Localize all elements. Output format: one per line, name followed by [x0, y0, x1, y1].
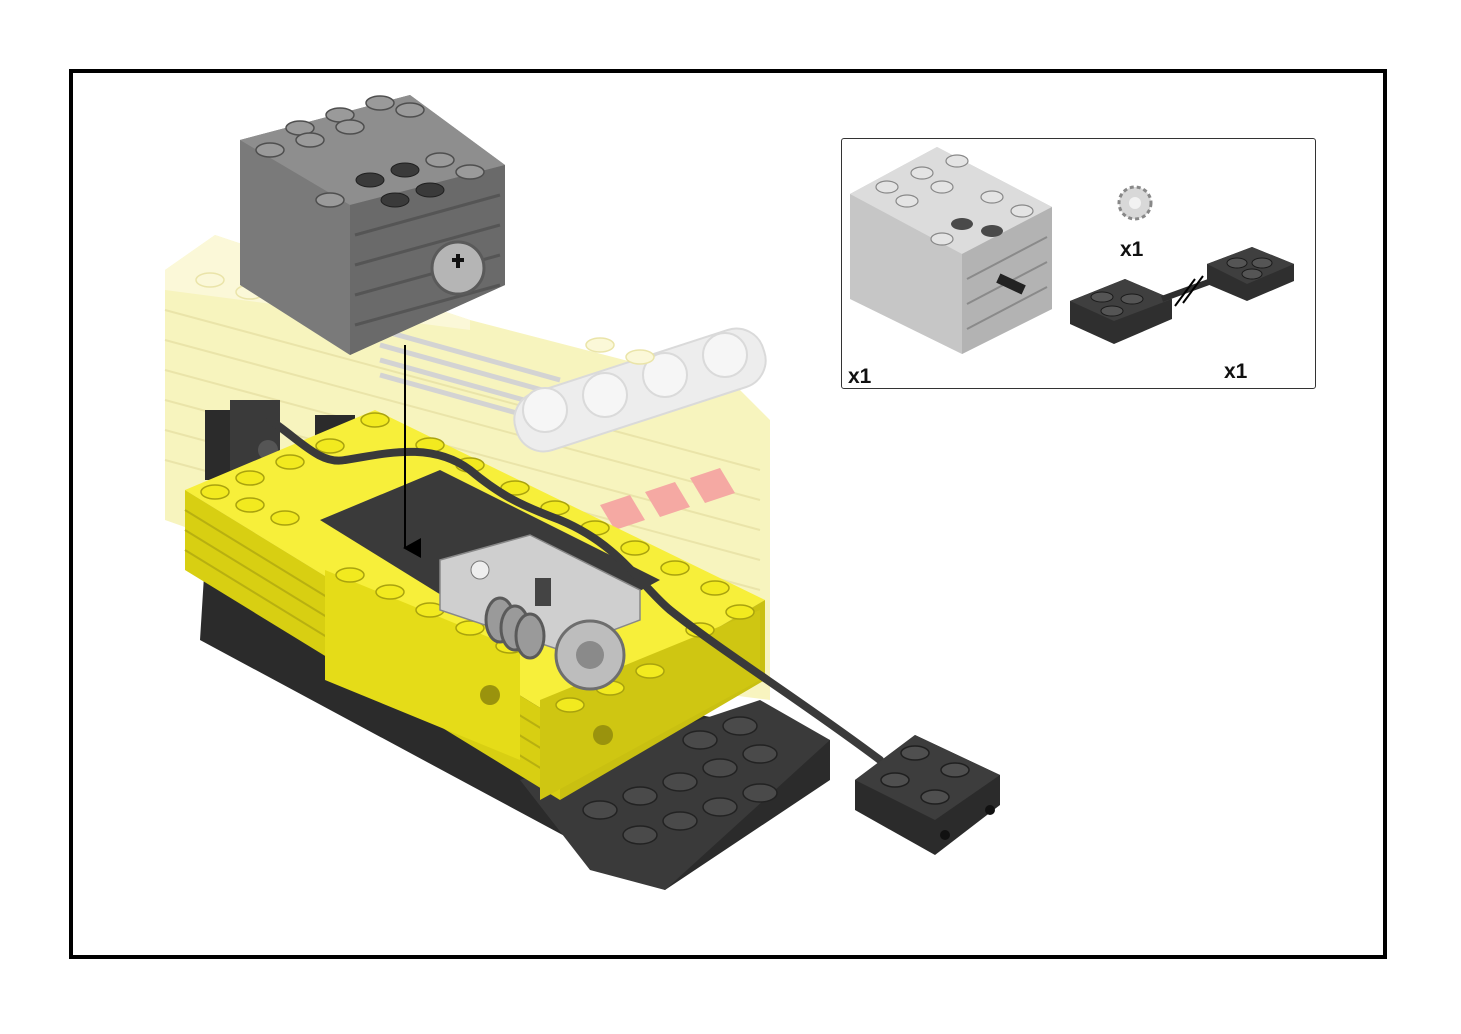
page-frame	[69, 69, 1387, 959]
gear-quantity: x1	[1120, 238, 1144, 261]
motor-quantity: x1	[848, 365, 872, 388]
cable-end-brick	[855, 735, 1000, 855]
cable-icon	[1070, 247, 1294, 344]
parts-callout-box: x1 x1 x1	[841, 138, 1316, 389]
ghost-beams	[513, 327, 767, 453]
cable	[266, 416, 884, 764]
gearbox-mechanism	[439, 534, 641, 691]
cable-quantity: x1	[1224, 360, 1248, 383]
motor-gear	[430, 240, 486, 296]
gear-icon	[1117, 185, 1153, 221]
ghost-warning-stripes	[600, 468, 735, 530]
worm-gear	[484, 596, 546, 660]
motor-icon	[850, 147, 1052, 354]
motor-part	[240, 95, 505, 355]
crown-gear	[554, 619, 626, 691]
